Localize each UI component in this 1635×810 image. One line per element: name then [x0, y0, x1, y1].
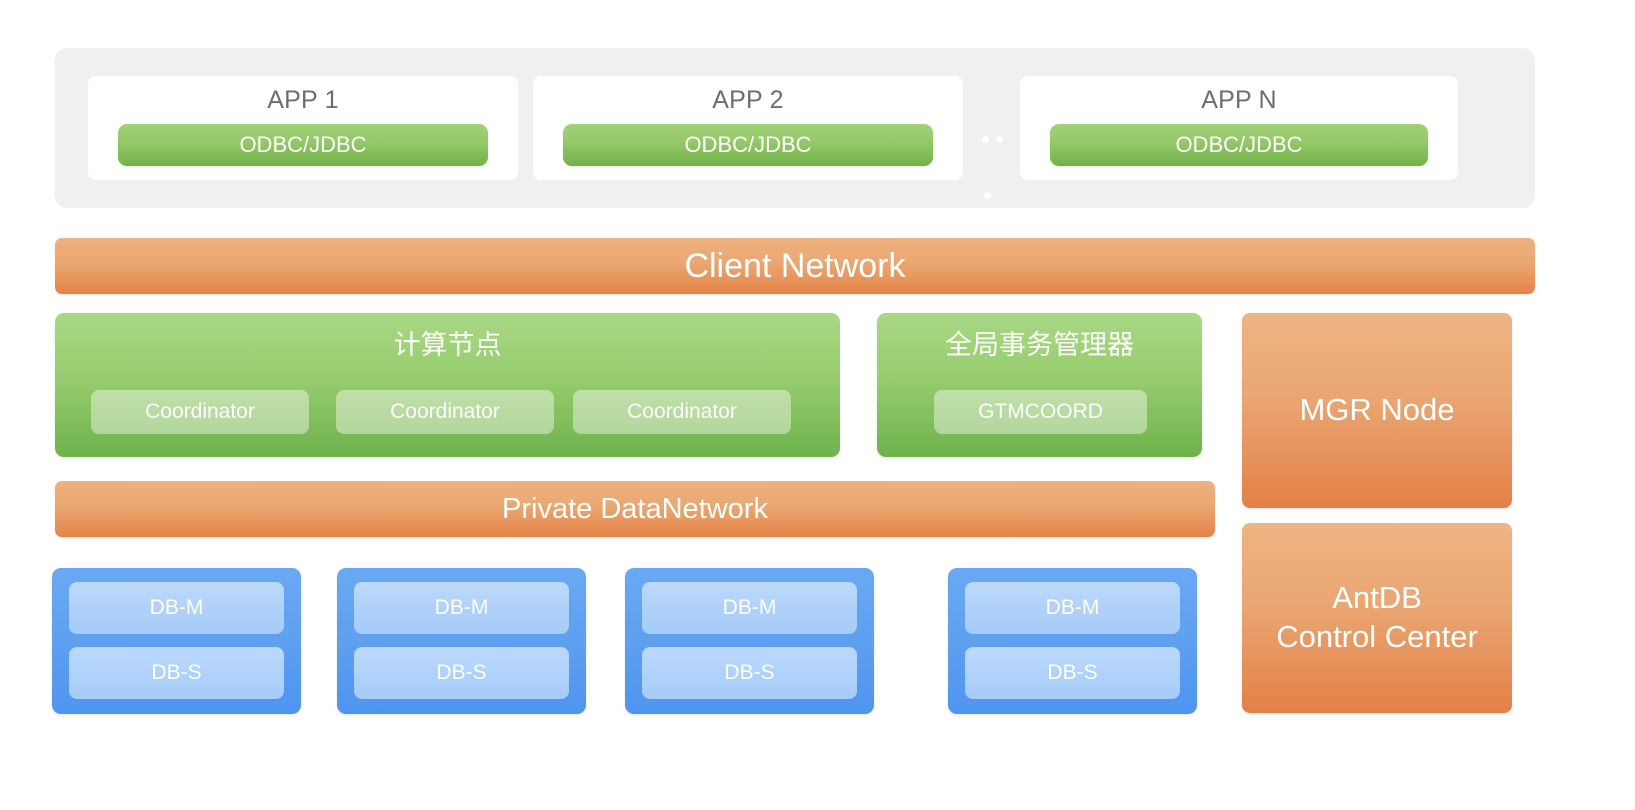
app-card-n[interactable]: APP N ODBC/JDBC — [1020, 76, 1458, 180]
app-card-2[interactable]: APP 2 ODBC/JDBC — [533, 76, 963, 180]
antdb-control-center-box[interactable]: AntDB Control Center — [1242, 523, 1512, 713]
db-slave-node[interactable]: DB-S — [965, 647, 1180, 699]
global-transaction-manager-group: 全局事务管理器 GTMCOORD — [877, 313, 1202, 457]
app-card-title: APP 2 — [712, 86, 784, 114]
app-card-title: APP N — [1201, 86, 1277, 114]
control-center-line-2: Control Center — [1276, 619, 1478, 654]
app-card-title: APP 1 — [267, 86, 339, 114]
mgr-node-box[interactable]: MGR Node — [1242, 313, 1512, 508]
ellipsis-dot — [996, 136, 1003, 143]
gtmcoord-node[interactable]: GTMCOORD — [934, 390, 1147, 434]
ellipsis-dot — [984, 192, 991, 199]
db-group-2: DB-M DB-S — [337, 568, 586, 714]
odbc-jdbc-connector[interactable]: ODBC/JDBC — [563, 124, 933, 166]
compute-node-group: 计算节点 Coordinator Coordinator Coordinator — [55, 313, 840, 457]
odbc-jdbc-connector[interactable]: ODBC/JDBC — [1050, 124, 1428, 166]
client-network-bar: Client Network — [55, 238, 1535, 294]
control-center-line-1: AntDB — [1332, 580, 1422, 616]
db-slave-node[interactable]: DB-S — [642, 647, 857, 699]
private-data-network-bar: Private DataNetwork — [55, 481, 1215, 537]
gtm-title: 全局事务管理器 — [945, 330, 1134, 360]
odbc-jdbc-connector[interactable]: ODBC/JDBC — [118, 124, 488, 166]
application-layer-band: APP 1 ODBC/JDBC APP 2 ODBC/JDBC APP N OD… — [55, 48, 1535, 208]
db-master-node[interactable]: DB-M — [354, 582, 569, 634]
coordinator-node-1[interactable]: Coordinator — [91, 390, 309, 434]
db-slave-node[interactable]: DB-S — [354, 647, 569, 699]
db-master-node[interactable]: DB-M — [69, 582, 284, 634]
compute-node-title: 计算节点 — [393, 330, 502, 360]
app-card-1[interactable]: APP 1 ODBC/JDBC — [88, 76, 518, 180]
control-center-label: AntDB Control Center — [1276, 579, 1478, 657]
coordinator-node-2[interactable]: Coordinator — [336, 390, 554, 434]
ellipsis-dots-icon — [980, 136, 1014, 144]
db-master-node[interactable]: DB-M — [965, 582, 1180, 634]
coordinator-node-3[interactable]: Coordinator — [573, 390, 791, 434]
db-slave-node[interactable]: DB-S — [69, 647, 284, 699]
db-master-node[interactable]: DB-M — [642, 582, 857, 634]
db-group-1: DB-M DB-S — [52, 568, 301, 714]
ellipsis-dot — [982, 136, 989, 143]
db-group-3: DB-M DB-S — [625, 568, 874, 714]
db-group-4: DB-M DB-S — [948, 568, 1197, 714]
